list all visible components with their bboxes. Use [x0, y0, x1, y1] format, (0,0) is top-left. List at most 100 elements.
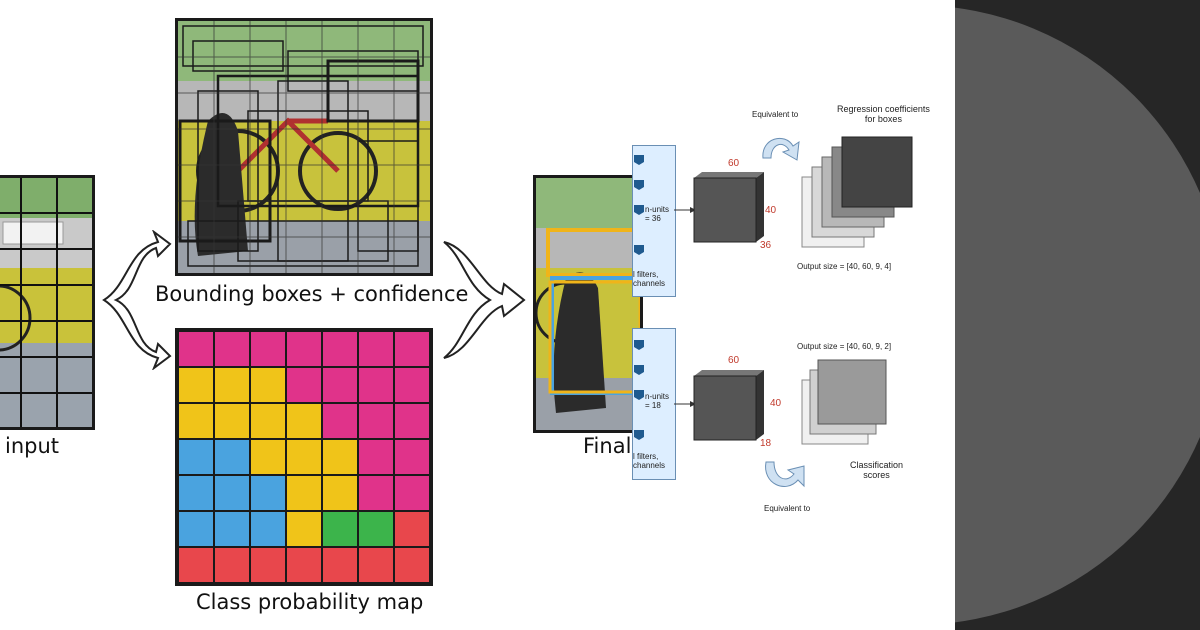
class-cell: [178, 474, 215, 512]
class-cell: [393, 546, 430, 583]
class-cell: [249, 331, 287, 368]
class-cell: [321, 438, 359, 476]
feature-cube-top: [693, 172, 764, 243]
input-scene: [0, 178, 92, 427]
layer-tag-icon: [634, 245, 644, 255]
dim-label: 40: [770, 398, 782, 409]
curved-arrow-bottom-icon: [765, 461, 805, 488]
regression-title: Regression coefficients for boxes: [837, 104, 930, 124]
equivalent-label-top: Equivalent to: [752, 110, 799, 119]
class-cell: [213, 331, 251, 368]
class-cell: [178, 366, 215, 404]
connector-arrow-top: [674, 207, 696, 213]
dim-label: 36: [760, 240, 772, 251]
class-cell: [393, 402, 430, 440]
output-size-bottom: Output size = [40, 60, 9, 2]: [797, 342, 892, 351]
dim-label: 40: [765, 205, 777, 216]
class-cell: [249, 474, 287, 512]
units-label-bottom: n-units = 18: [645, 392, 670, 410]
connector-arrow-bottom: [674, 401, 696, 407]
class-cell: [213, 546, 251, 583]
class-cell: [357, 474, 395, 512]
dim-label: 60: [728, 355, 740, 366]
boxes-caption: Bounding boxes + confidence: [155, 282, 469, 306]
dim-label: 18: [760, 438, 772, 449]
class-cell: [357, 366, 395, 404]
class-cell: [285, 438, 323, 476]
class-cell: [249, 438, 287, 476]
layer-tag-icon: [634, 180, 644, 190]
layer-tag-icon: [634, 390, 644, 400]
class-cell: [285, 402, 323, 440]
class-cell: [213, 510, 251, 548]
split-arrow: [102, 230, 172, 370]
regression-stack: [801, 136, 913, 248]
units-label-top: n-units = 36: [645, 205, 670, 223]
class-probability-map: [175, 328, 433, 586]
class-map-grid: [178, 331, 430, 583]
class-cell: [213, 474, 251, 512]
conv-layer-bottom: [632, 328, 676, 480]
layer-tag-icon: [634, 430, 644, 440]
class-cell: [321, 510, 359, 548]
class-cell: [321, 366, 359, 404]
class-cell: [249, 510, 287, 548]
class-cell: [321, 402, 359, 440]
class-cell: [321, 331, 359, 368]
class-cell: [357, 546, 395, 583]
classification-title: Classification scores: [850, 460, 904, 480]
layer-tag-icon: [634, 205, 644, 215]
final-scene: [536, 178, 640, 430]
class-cell: [321, 546, 359, 583]
class-cell: [357, 510, 395, 548]
merge-arrow: [443, 241, 526, 359]
class-cell: [285, 510, 323, 548]
class-cell: [357, 402, 395, 440]
class-cell: [357, 331, 395, 368]
decorative-disc: [955, 7, 1200, 623]
class-cell: [393, 331, 430, 368]
dim-label: 60: [728, 158, 740, 169]
class-cell: [178, 402, 215, 440]
conv-layer-top: [632, 145, 676, 297]
decorative-panel: [955, 0, 1200, 630]
class-cell: [213, 402, 251, 440]
class-cell: [213, 438, 251, 476]
class-cell: [178, 438, 215, 476]
final-detections-image: [533, 175, 643, 433]
class-cell: [393, 438, 430, 476]
input-image: [0, 175, 95, 430]
bounding-boxes-image: [175, 18, 433, 276]
layer-tag-icon: [634, 155, 644, 165]
filters-label-top: l filters, channels: [633, 270, 666, 288]
filters-label-bottom: l filters, channels: [633, 452, 666, 470]
input-caption: input: [5, 434, 60, 458]
classmap-caption: Class probability map: [196, 590, 424, 614]
class-cell: [393, 474, 430, 512]
class-cell: [285, 546, 323, 583]
class-cell: [178, 331, 215, 368]
class-cell: [178, 510, 215, 548]
class-cell: [393, 366, 430, 404]
curved-arrow-top-icon: [762, 137, 800, 161]
class-cell: [285, 474, 323, 512]
class-cell: [249, 366, 287, 404]
equivalent-label-bottom: Equivalent to: [764, 504, 811, 513]
class-cell: [213, 366, 251, 404]
boxes-scene: [178, 21, 430, 273]
final-caption: Final: [583, 434, 632, 458]
class-cell: [393, 510, 430, 548]
class-cell: [357, 438, 395, 476]
output-size-top: Output size = [40, 60, 9, 4]: [797, 262, 892, 271]
classification-stack: [801, 359, 887, 445]
feature-cube-bottom: [693, 370, 764, 441]
class-cell: [321, 474, 359, 512]
yolo-diagram-panel: input: [0, 18, 930, 614]
layer-tag-icon: [634, 340, 644, 350]
class-cell: [285, 331, 323, 368]
class-cell: [178, 546, 215, 583]
class-cell: [249, 402, 287, 440]
layer-tag-icon: [634, 365, 644, 375]
class-cell: [249, 546, 287, 583]
class-cell: [285, 366, 323, 404]
